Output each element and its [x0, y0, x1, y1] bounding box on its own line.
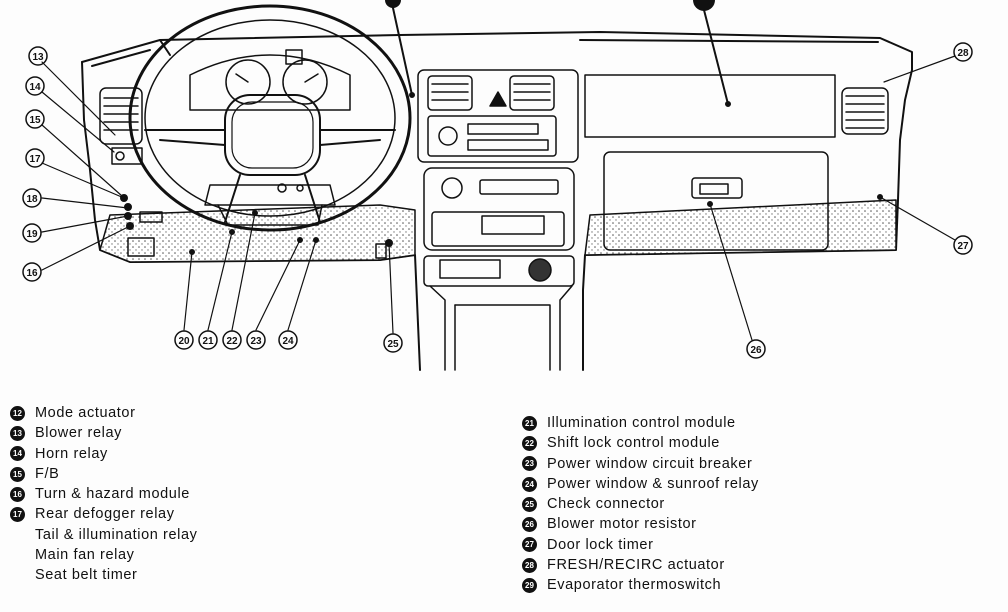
callout-27-label: 27 — [957, 241, 969, 252]
callout-14: 14 — [25, 76, 45, 96]
callout-23-label: 23 — [250, 336, 262, 347]
legend-number: 27 — [522, 537, 537, 553]
legend-item: 21 Illumination control module — [522, 413, 759, 433]
callout-16: 16 — [22, 262, 42, 282]
legend-number: 17 — [10, 507, 25, 523]
callout-28: 28 — [953, 42, 973, 62]
legend-label: Door lock timer — [547, 536, 654, 553]
callout-20-label: 20 — [178, 336, 190, 347]
callout-25: 25 — [383, 333, 403, 353]
legend-number: 22 — [522, 435, 537, 451]
callout-24: 24 — [278, 330, 298, 350]
legend-number — [10, 568, 25, 583]
legend-label: Power window & sunroof relay — [547, 476, 759, 493]
legend-item: Main fan relay — [10, 545, 197, 565]
legend-label: Mode actuator — [35, 405, 136, 422]
callout-26-label: 26 — [750, 345, 762, 356]
legend-label: Evaporator thermoswitch — [547, 577, 722, 594]
legend-item: 14 Horn relay — [10, 444, 197, 464]
instrument-cluster — [189, 49, 351, 111]
legend-item: 13 Blower relay — [10, 423, 197, 443]
callout-28-label: 28 — [957, 48, 969, 59]
legend-item: 22 Shift lock control module — [522, 433, 759, 453]
legend-number: 16 — [10, 486, 25, 502]
steering-wheel — [128, 4, 412, 232]
callout-17: 17 — [25, 148, 45, 168]
legend-number: 28 — [522, 557, 537, 573]
dashboard-diagram: 13 14 15 17 18 19 16 20 21 22 23 24 25 2… — [22, 0, 973, 371]
legend-label: Rear defogger relay — [35, 506, 175, 523]
legend-number — [10, 527, 25, 542]
callout-21-label: 21 — [202, 336, 214, 347]
legend-item: Seat belt timer — [10, 565, 197, 585]
legend-number — [10, 548, 25, 563]
callout-19-label: 19 — [26, 229, 38, 240]
legend-number: 12 — [10, 405, 25, 421]
legend-number: 21 — [522, 415, 537, 431]
legend-label: F/B — [35, 466, 60, 483]
legend-item: 26 Blower motor resistor — [522, 514, 759, 534]
legend-number: 24 — [522, 476, 537, 492]
callout-25-label: 25 — [387, 339, 399, 350]
legend-number: 23 — [522, 456, 537, 472]
leader-lines — [41, 55, 956, 341]
legend-number: 26 — [522, 517, 537, 533]
legend-item: 17 Rear defogger relay — [10, 504, 197, 524]
center-console — [417, 69, 579, 371]
callout-24-label: 24 — [282, 336, 294, 347]
legend-label: Check connector — [547, 496, 665, 513]
legend-item: Tail & illumination relay — [10, 525, 197, 545]
callout-26: 26 — [746, 339, 766, 359]
legend-item: 28 FRESH/RECIRC actuator — [522, 555, 759, 575]
callout-13-label: 13 — [32, 52, 44, 63]
callout-19: 19 — [22, 223, 42, 243]
callout-22-label: 22 — [226, 336, 238, 347]
callout-17-label: 17 — [29, 154, 41, 165]
callout-22: 22 — [222, 330, 242, 350]
callout-21: 21 — [198, 330, 218, 350]
legend-item: 12 Mode actuator — [10, 403, 197, 423]
legend-label: Power window circuit breaker — [547, 455, 753, 472]
legend-right: 21 Illumination control module 22 Shift lo… — [522, 413, 759, 596]
legend-item: 24 Power window & sunroof relay — [522, 474, 759, 494]
steering-column-cover — [127, 183, 336, 257]
legend-label: Illumination control module — [547, 415, 736, 432]
legend-label: Seat belt timer — [35, 567, 138, 584]
legend-number: 15 — [10, 466, 25, 482]
legend-item: 15 F/B — [10, 464, 197, 484]
legend-left: 12 Mode actuator 13 Blower relay 14 Horn re… — [10, 403, 197, 586]
callout-15-label: 15 — [29, 115, 41, 126]
legend-item: 27 Door lock timer — [522, 535, 759, 555]
legend-label: FRESH/RECIRC actuator — [547, 557, 725, 574]
legend-label: Shift lock control module — [547, 435, 720, 452]
legend-number: 29 — [522, 578, 537, 594]
legend-label: Tail & illumination relay — [35, 526, 198, 543]
callout-16-label: 16 — [26, 268, 38, 279]
legend-number: 13 — [10, 425, 25, 441]
callout-13: 13 — [28, 46, 48, 66]
top-markers — [385, 0, 883, 207]
legend-item: 25 Check connector — [522, 494, 759, 514]
callout-14-label: 14 — [29, 82, 41, 93]
legend-label: Turn & hazard module — [35, 486, 190, 503]
callout-15: 15 — [25, 109, 45, 129]
dashboard-outline — [81, 31, 913, 371]
legend-label: Blower relay — [35, 425, 122, 442]
callout-20: 20 — [174, 330, 194, 350]
callout-23: 23 — [246, 330, 266, 350]
callout-18-label: 18 — [26, 194, 38, 205]
legend-label: Main fan relay — [35, 547, 135, 564]
passenger-side — [584, 74, 889, 251]
legend-item: 29 Evaporator thermoswitch — [522, 575, 759, 595]
legend-number: 25 — [522, 496, 537, 512]
callout-18: 18 — [22, 188, 42, 208]
callout-27: 27 — [953, 235, 973, 255]
legend-item: 16 Turn & hazard module — [10, 484, 197, 504]
legend-item: 23 Power window circuit breaker — [522, 454, 759, 474]
legend-number: 14 — [10, 446, 25, 462]
legend-label: Blower motor resistor — [547, 516, 697, 533]
legend-label: Horn relay — [35, 445, 108, 462]
